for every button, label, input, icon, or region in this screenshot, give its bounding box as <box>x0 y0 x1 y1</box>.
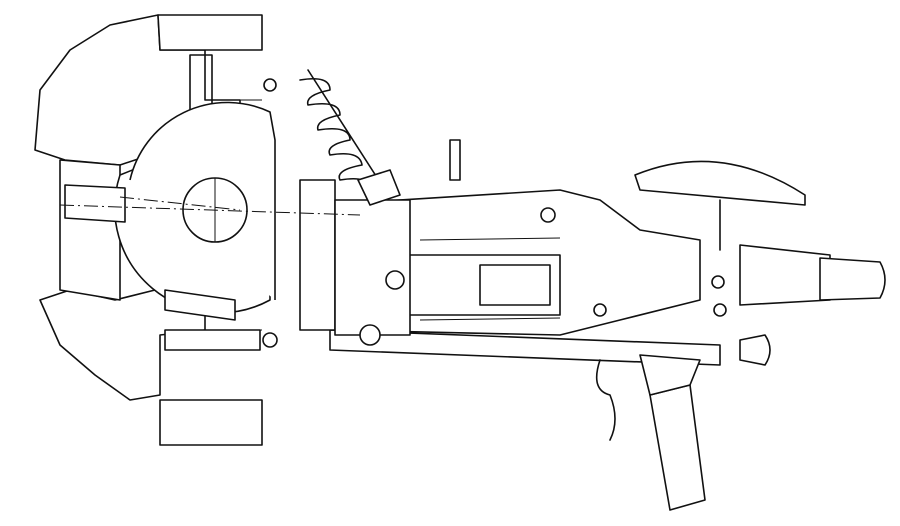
receiver-lower-frame <box>329 329 721 366</box>
bolt <box>263 78 277 92</box>
rear-knob <box>739 334 771 366</box>
mount-bracket <box>299 179 336 331</box>
center-line <box>59 196 361 216</box>
barrel-cylinder <box>479 264 551 306</box>
armor-middle-face <box>59 159 121 301</box>
bolt <box>385 270 405 290</box>
bolt <box>262 332 278 348</box>
sight-lever <box>449 139 461 181</box>
recoil-spring <box>299 69 401 206</box>
trigger-cable <box>595 359 616 441</box>
muzzle-rear <box>739 244 831 306</box>
bolt <box>359 324 381 346</box>
mount-bracket-plate <box>334 199 411 336</box>
spring-end-cap <box>357 169 401 206</box>
bolt <box>713 303 727 317</box>
armor-flange-strip <box>189 54 213 111</box>
armor-outer-plate-top <box>157 14 263 51</box>
gun-body <box>64 179 886 366</box>
cradle-lever <box>164 289 236 321</box>
bolt <box>593 303 607 317</box>
pistol-grip <box>649 384 706 511</box>
fasteners <box>164 78 771 366</box>
armor-outer-plate-bottom <box>159 399 263 446</box>
muzzle-tip <box>819 257 886 301</box>
pistol-grip-assembly <box>595 354 706 511</box>
lower-stud <box>164 329 261 351</box>
grip-housing <box>639 354 701 396</box>
bolt <box>711 275 725 289</box>
handle-cap <box>634 160 806 206</box>
rear-barrel-stub <box>64 184 126 223</box>
bolt <box>540 207 556 223</box>
top-handle <box>634 160 806 251</box>
